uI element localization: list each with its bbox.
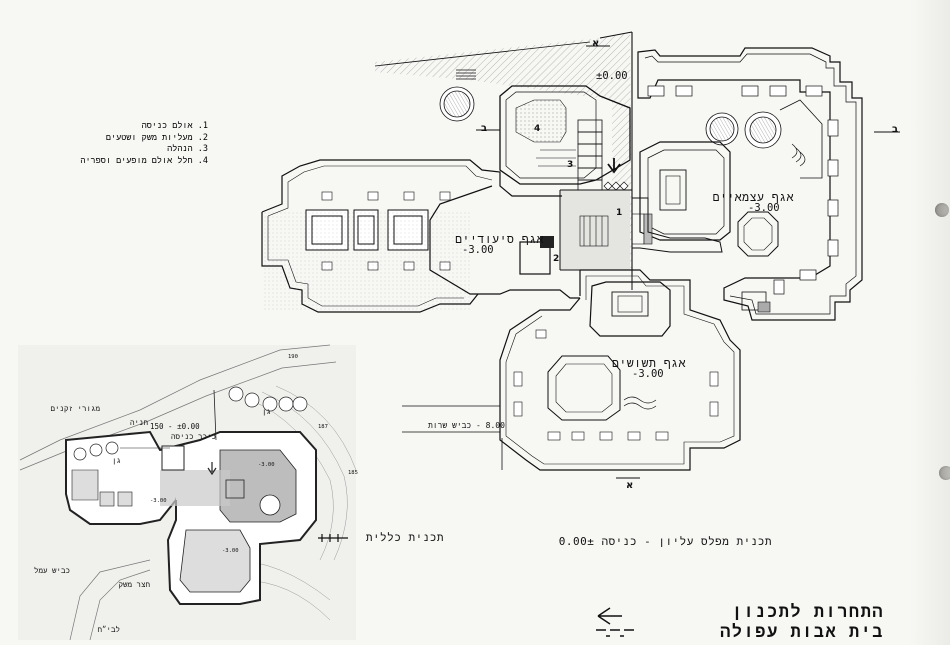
main-plan	[261, 31, 900, 479]
site-label: לבי״ח	[97, 625, 120, 634]
site-level: -3.00	[222, 548, 239, 554]
site-label: גן	[262, 407, 272, 416]
service-road-level: 8.00 - כביש שרות	[428, 421, 505, 430]
site-label: מגורי זקנים	[50, 404, 100, 413]
contour-label: 185	[348, 470, 358, 476]
room-number: 4	[534, 124, 541, 134]
north-arrow-icon	[596, 607, 634, 637]
wing-label-south: אגף תשושים	[611, 356, 686, 370]
site-label: כיכר כניסה	[170, 432, 216, 441]
legend-item: 2. מעליות משק ושטעים	[105, 132, 208, 143]
legend-item: 3. הנהלה	[167, 144, 208, 154]
site-plan-caption: תכנית כללית	[365, 531, 444, 544]
legend: 1. אולם כניסה 2. מעליות משק ושטעים 3. הנ…	[78, 121, 208, 167]
wing-level-west: -3.00	[462, 244, 494, 256]
room-number: 1	[616, 208, 623, 218]
wing-level-south: -3.00	[632, 368, 664, 380]
title-line-2: בית אבות עפולה	[720, 622, 884, 642]
site-label: חצר משק	[118, 580, 150, 589]
site-label: חניה	[129, 418, 148, 427]
site-label: כביש עמל	[33, 566, 70, 575]
site-plan	[18, 344, 357, 641]
title-line-1: התחרות לתכנון	[731, 602, 884, 622]
entry-level: ±0.00	[596, 70, 628, 82]
section-mark: ב	[481, 123, 488, 134]
section-mark: ב	[892, 124, 899, 135]
site-level: -3.00	[258, 462, 275, 468]
wing-label-east: אגף עצמאיים	[712, 190, 794, 204]
site-level: -3.00	[150, 498, 167, 504]
legend-item: 4. חלל אולם מופעים וספריה	[80, 155, 208, 166]
contour-label: 190	[288, 354, 298, 360]
room-number: 3	[567, 160, 574, 170]
wing-level-east: -3.00	[748, 202, 780, 214]
main-plan-caption: תכנית מפלס עליון - כניסה 0.00±	[558, 535, 772, 548]
site-label: ±0.00 - 150	[150, 422, 200, 431]
page-edge	[910, 0, 950, 645]
section-mark: א	[592, 38, 600, 49]
room-number: 2	[553, 254, 560, 264]
wing-label-west: אגף סיעודיים	[455, 232, 544, 246]
legend-item: 1. אולם כניסה	[141, 121, 208, 131]
section-mark: א	[626, 480, 634, 491]
contour-label: 187	[318, 424, 328, 430]
site-direction-arrow-icon	[318, 534, 348, 542]
site-label: גן	[112, 456, 122, 465]
